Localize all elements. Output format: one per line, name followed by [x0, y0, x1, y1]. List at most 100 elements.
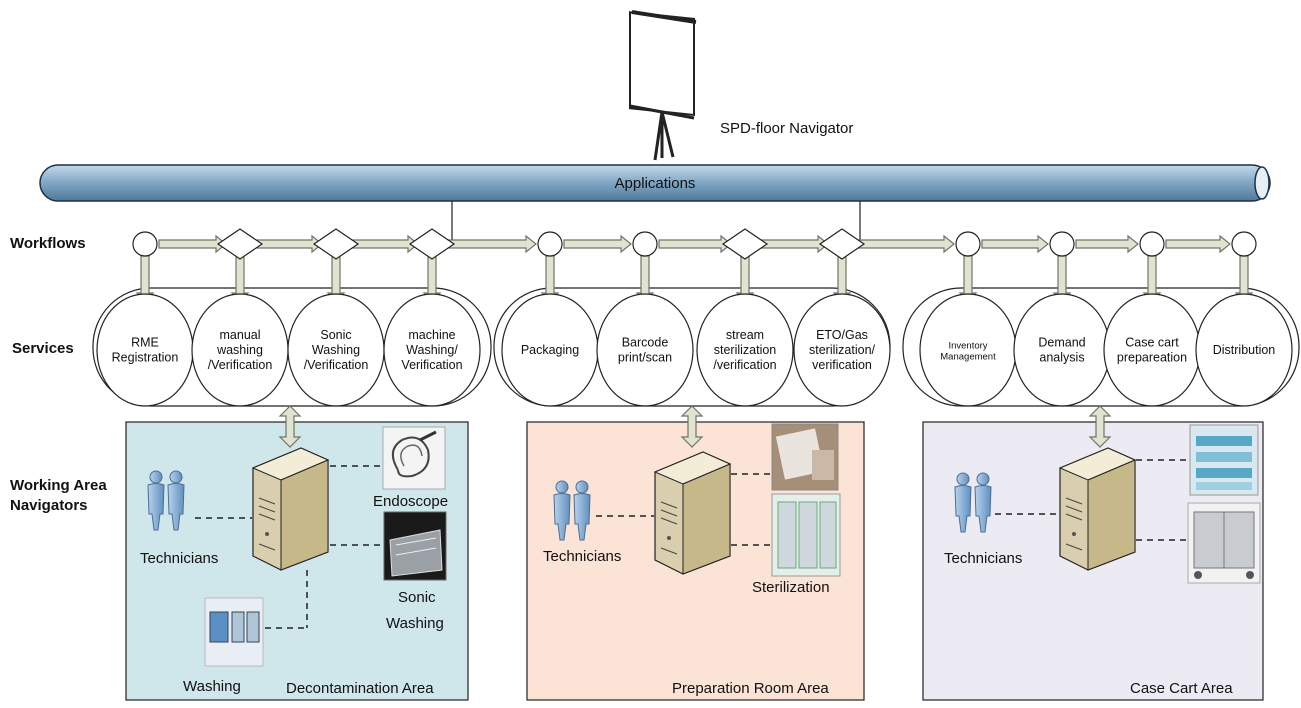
- washer-machine-image: [204, 597, 264, 667]
- workflow-node-circle: [537, 231, 563, 257]
- workflow-node-circle: [1139, 231, 1165, 257]
- workflow-arrow: [1165, 234, 1231, 254]
- workflow-arrow: [253, 234, 323, 254]
- decontamination-server-icon: [251, 447, 330, 571]
- preparation-technicians-icon: [553, 480, 591, 541]
- casecart-link-arrow: [1088, 405, 1112, 448]
- packaging-photo: [771, 423, 839, 491]
- service-label-line: Sonic: [320, 328, 351, 342]
- service-label-line: ETO/Gas: [816, 328, 868, 342]
- applications-bus: [39, 164, 1271, 202]
- sonic-washing-label-1: Sonic: [398, 589, 436, 606]
- endoscope-image: [382, 426, 446, 490]
- preparation-link-arrow: [680, 405, 704, 448]
- service-label-line: prepareation: [1117, 351, 1187, 365]
- service-label-line: machine: [408, 328, 455, 342]
- sterilization-label: Sterilization: [752, 579, 830, 596]
- service-label-line: Demand: [1038, 336, 1085, 350]
- endoscope-label: Endoscope: [373, 493, 448, 510]
- service-label-line: washing: [216, 343, 263, 357]
- service-label-line: Case cart: [1125, 336, 1179, 350]
- washing-label: Washing: [183, 678, 241, 695]
- area-link-arrows: [278, 405, 1112, 448]
- service-label-line: Packaging: [521, 343, 579, 357]
- service-label-line: Washing/: [406, 343, 458, 357]
- service-label-line: /Verification: [304, 358, 369, 372]
- services-layer: RMERegistrationmanualwashing/Verificatio…: [96, 293, 1293, 407]
- service-label-line: print/scan: [618, 351, 672, 365]
- service-label-line: analysis: [1039, 351, 1084, 365]
- service-down-arrows: [135, 255, 1254, 304]
- workflow-node-diamond: [818, 228, 866, 260]
- service-distribution: Distribution: [1195, 293, 1293, 407]
- workflow-node-diamond: [216, 228, 264, 260]
- workflow-arrow: [758, 234, 829, 254]
- sterilizer-photo: [771, 493, 841, 577]
- applications-label: Applications: [615, 175, 696, 192]
- service-label-line: Barcode: [622, 336, 669, 350]
- preparation-technicians-label: Technicians: [543, 548, 621, 565]
- workflow-node-circle: [1049, 231, 1075, 257]
- workflow-nodes: [132, 228, 1257, 260]
- workflow-arrow: [855, 234, 955, 254]
- service-label-line: RME: [131, 336, 159, 350]
- workflows-row-label: Workflows: [10, 235, 86, 252]
- service-label-line: /Verification: [208, 358, 273, 372]
- workflow-node-diamond: [721, 228, 769, 260]
- decontamination-area-title: Decontamination Area: [286, 680, 434, 697]
- workflow-node-circle: [132, 231, 158, 257]
- workflow-arrow: [563, 234, 632, 254]
- casecart-technicians-label: Technicians: [944, 550, 1022, 567]
- casecart-area-title: Case Cart Area: [1130, 680, 1233, 697]
- service-circle: [383, 293, 481, 407]
- service-label-line: /verification: [713, 358, 776, 372]
- navigator-label: SPD-floor Navigator: [720, 120, 853, 137]
- workflow-node-circle: [632, 231, 658, 257]
- workflow-arrow: [349, 234, 419, 254]
- service-packaging: Packaging: [501, 293, 599, 407]
- case-cart-photo: [1187, 502, 1261, 584]
- workflow-node-diamond: [408, 228, 456, 260]
- services-row-label: Services: [12, 340, 74, 357]
- workflow-node-diamond: [312, 228, 360, 260]
- working-area-row-label: Working Area: [10, 477, 107, 494]
- service-label-line: manual: [220, 328, 261, 342]
- service-label-line: Washing: [312, 343, 360, 357]
- casecart-server-icon: [1058, 447, 1137, 571]
- decontamination-technicians-icon: [147, 470, 185, 531]
- service-label-line: Inventory: [948, 341, 987, 352]
- decontamination-link-arrow: [278, 405, 302, 448]
- decontamination-technicians-label: Technicians: [140, 550, 218, 567]
- workflow-node-circle: [1231, 231, 1257, 257]
- decontamination-dashed-links: [195, 465, 384, 629]
- service-group-casecart: [902, 287, 1300, 407]
- workflow-node-circle: [955, 231, 981, 257]
- service-circle: [696, 293, 794, 407]
- workflow-arrow: [981, 234, 1049, 254]
- workflow-arrow: [1075, 234, 1139, 254]
- preparation-server-icon: [653, 451, 732, 575]
- service-label-line: Registration: [112, 351, 179, 365]
- casecart-technicians-icon: [954, 472, 992, 533]
- sonic-washing-label-2: Washing: [386, 615, 444, 632]
- service-label-line: Management: [940, 352, 996, 363]
- workflow-arrow: [158, 234, 227, 254]
- sonic-washer-image: [383, 511, 447, 581]
- service-label-line: Distribution: [1213, 343, 1276, 357]
- service-label-line: stream: [726, 328, 764, 342]
- supply-shelves-photo: [1189, 424, 1259, 496]
- service-circle: [793, 293, 891, 407]
- casecart-dashed-links: [995, 459, 1190, 541]
- service-label-line: Verification: [401, 358, 462, 372]
